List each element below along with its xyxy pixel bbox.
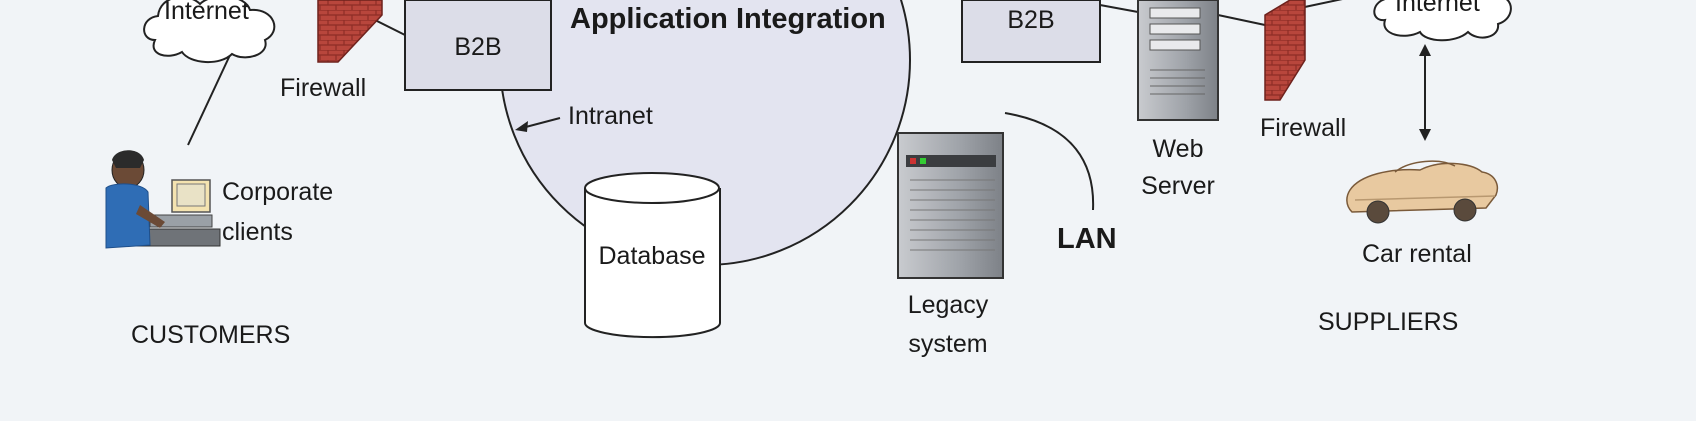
database-label: Database <box>598 242 705 270</box>
b2b-right-label: B2B <box>1007 6 1054 34</box>
legacy-system-label-2: system <box>908 330 987 358</box>
firewall-right: Firewall <box>1260 0 1346 142</box>
b2b-box-right: B2B <box>961 0 1101 63</box>
lan-link <box>1004 112 1095 211</box>
webserver-firewall-link <box>1217 14 1266 26</box>
internet-cloud-left: Internet <box>143 0 276 63</box>
internet-left-label: Internet <box>164 0 249 25</box>
intranet-label: Intranet <box>568 102 653 130</box>
car-rental-label: Car rental <box>1362 240 1472 268</box>
customers-label: CUSTOMERS <box>131 321 290 349</box>
firewall-right-label: Firewall <box>1260 114 1346 142</box>
intranet-arrowhead <box>515 121 528 132</box>
internet-supplier-arrow <box>1419 44 1431 141</box>
corporate-clients-label-1: Corporate <box>222 178 333 206</box>
person-at-computer-icon <box>105 150 221 249</box>
b2b-left-label: B2B <box>454 33 501 61</box>
legacy-system-server <box>897 132 1004 279</box>
internet-right-label: Internet <box>1395 0 1480 17</box>
legacy-system-label-1: Legacy <box>908 291 989 319</box>
lan-label: LAN <box>1057 223 1117 255</box>
car-icon <box>1346 160 1499 224</box>
web-server-label-2: Server <box>1141 172 1215 200</box>
b2b-webserver-link <box>1099 4 1139 13</box>
internet-client-link <box>187 54 231 146</box>
database-cylinder: Database <box>584 172 721 339</box>
web-server-label-1: Web <box>1153 135 1204 163</box>
intranet-arrow <box>521 117 561 129</box>
firewall-left-label: Firewall <box>280 74 366 102</box>
suppliers-label: SUPPLIERS <box>1318 308 1458 336</box>
firewall-left: Firewall <box>280 0 383 102</box>
firewall-internet-link <box>1299 0 1343 9</box>
web-server: Web Server <box>1137 0 1219 200</box>
corporate-clients-label-2: clients <box>222 218 293 246</box>
diagram-title: Application Integration <box>570 3 886 35</box>
b2b-box-left: B2B <box>404 0 552 91</box>
internet-cloud-right: Internet <box>1373 0 1512 42</box>
